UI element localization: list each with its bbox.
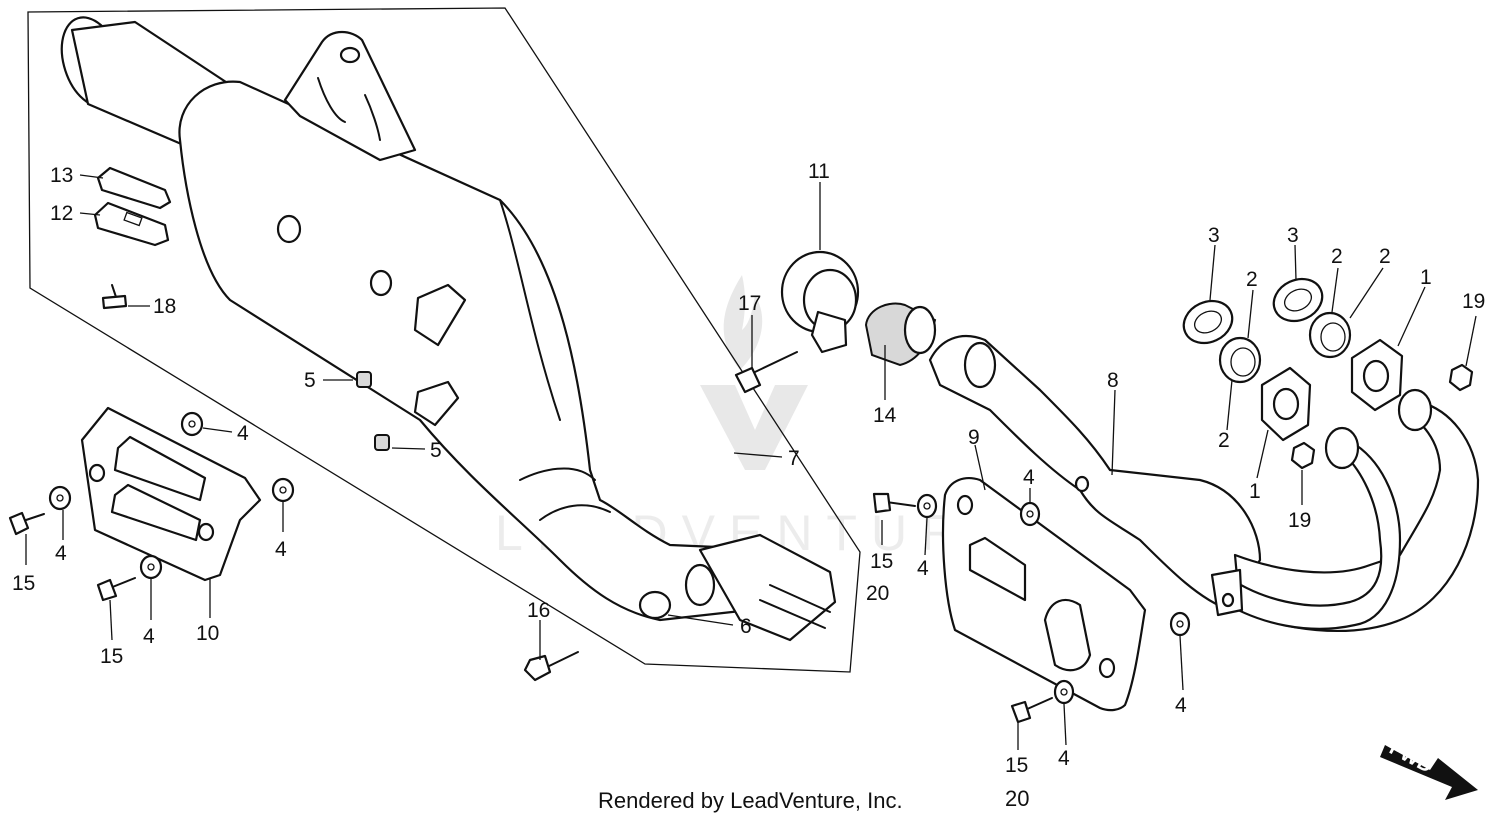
- callout-5-upper: 5: [304, 369, 316, 392]
- callout-labels: 13 12 18 5 5 4 4 4 4 15 15 10 7 6 16 11 …: [12, 160, 1485, 777]
- footer-ref-number: 20: [1005, 786, 1029, 811]
- part-4-washers-right: [916, 493, 1191, 705]
- part-10-heat-shield: [80, 406, 262, 582]
- callout-13: 13: [50, 164, 73, 187]
- part-8-exhaust-pipe: [928, 335, 1480, 632]
- callout-19-right: 19: [1462, 290, 1485, 313]
- callout-3-left: 3: [1208, 224, 1220, 247]
- callout-2-left-top: 2: [1246, 268, 1258, 291]
- callout-5-lower: 5: [430, 439, 442, 462]
- callout-15-mid: 15: [870, 550, 893, 573]
- callout-11: 11: [808, 160, 830, 183]
- callout-1-right: 1: [1420, 266, 1432, 289]
- part-3-gaskets: [1182, 277, 1324, 345]
- callout-15-lower: 15: [100, 645, 123, 668]
- callout-2-right-b: 2: [1379, 245, 1391, 268]
- forward-direction-arrow: FWD: [1380, 737, 1478, 800]
- part-15-bolts-right: [872, 492, 1053, 724]
- callout-2-left-bottom: 2: [1218, 429, 1230, 452]
- callout-12: 12: [50, 202, 73, 225]
- callout-19-left: 19: [1288, 509, 1311, 532]
- callout-17: 17: [738, 292, 761, 315]
- callout-2-right-a: 2: [1331, 245, 1343, 268]
- callout-10: 10: [196, 622, 219, 645]
- part-12-plate: [93, 201, 170, 247]
- part-1-flanges: [1260, 338, 1404, 442]
- watermark-chevron-icon: [700, 385, 808, 470]
- callout-8: 8: [1107, 369, 1119, 392]
- part-16-bolt: [523, 651, 579, 682]
- part-13-plate: [96, 166, 172, 210]
- callout-3-right: 3: [1287, 224, 1299, 247]
- callout-9: 9: [968, 426, 980, 449]
- part-6-bushing: [638, 590, 672, 620]
- part-18-screw: [101, 284, 128, 310]
- callout-4-right: 4: [275, 538, 287, 561]
- part-11-clamp: [780, 250, 860, 354]
- part-14-sleeve: [864, 302, 937, 367]
- part-15-bolts-left: [8, 511, 136, 602]
- callout-1-left: 1: [1249, 480, 1261, 503]
- callout-4-shield-right: 4: [1175, 694, 1187, 717]
- part-5-grommet-b: [374, 434, 390, 451]
- callout-4-mid: 4: [917, 557, 929, 580]
- callout-16: 16: [527, 599, 550, 622]
- callout-15-left: 15: [12, 572, 35, 595]
- muffler-group-boundary: [27, 7, 861, 673]
- leader-lines: [25, 174, 1477, 750]
- part-19-nuts: [1290, 363, 1474, 470]
- callout-20-mid: 20: [866, 582, 889, 605]
- footer-credit: Rendered by LeadVenture, Inc.: [598, 788, 903, 813]
- callout-4-left: 4: [55, 542, 67, 565]
- callout-4-shield-bottom: 4: [1058, 747, 1070, 770]
- callout-7: 7: [788, 447, 800, 470]
- watermark-flame-icon: [723, 275, 763, 370]
- callout-4-shield-top: 4: [1023, 466, 1035, 489]
- part-4-washers-left: [48, 411, 295, 580]
- callout-6: 6: [740, 615, 752, 638]
- part-17-bolt: [734, 351, 798, 394]
- part-9-heat-shield: [941, 477, 1147, 712]
- fwd-label: FWD: [1386, 737, 1437, 778]
- part-5-grommet-a: [356, 371, 372, 388]
- part-2-collars: [1218, 311, 1352, 384]
- callout-4-bottom: 4: [143, 625, 155, 648]
- callout-18: 18: [153, 295, 176, 318]
- muffler: [60, 16, 837, 642]
- callout-4-top: 4: [237, 422, 249, 445]
- callout-15-bottom: 15: [1005, 754, 1028, 777]
- callout-14: 14: [873, 404, 897, 427]
